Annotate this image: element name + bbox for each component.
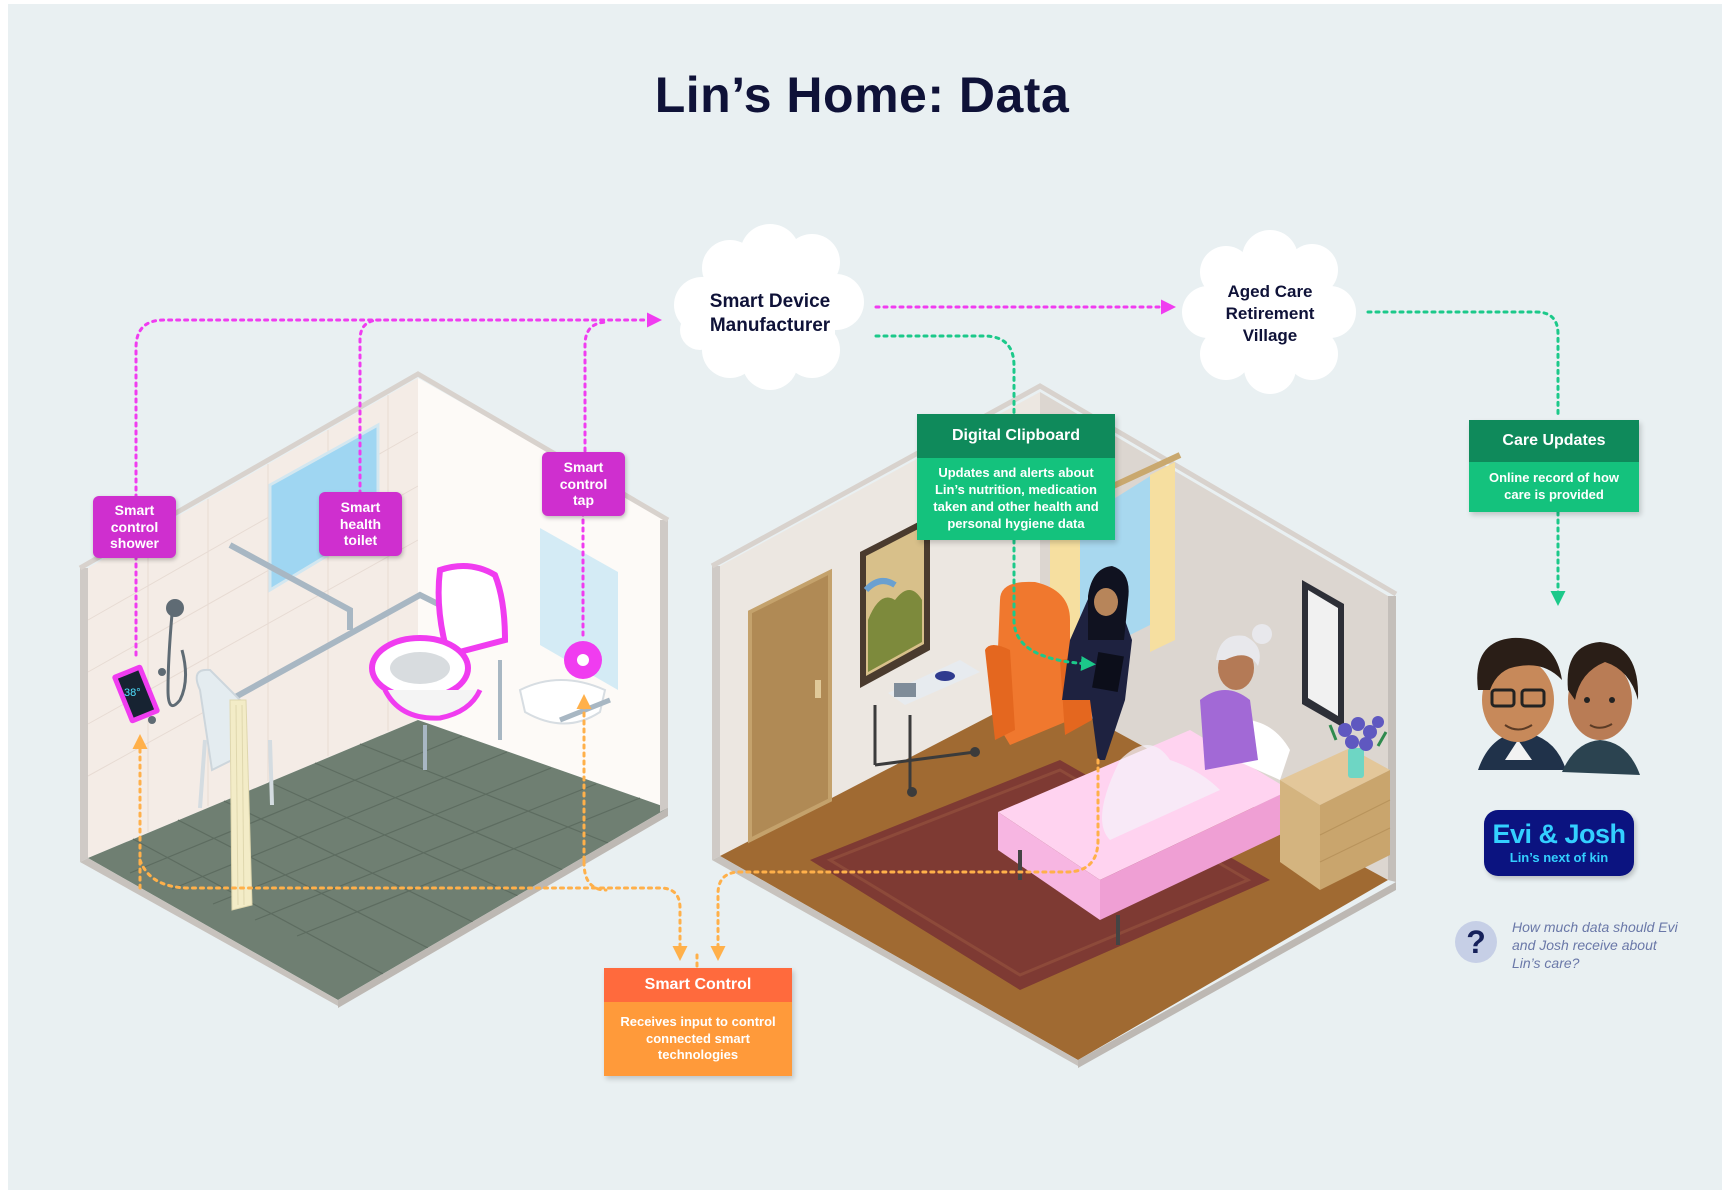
smart-shower-tag-label: Smart control shower (109, 501, 159, 552)
magenta-flows (134, 299, 1176, 662)
village-line-3: Village (1242, 326, 1298, 346)
page-title: Lin’s Home: Data (654, 67, 1070, 123)
green-flows (874, 310, 1566, 672)
village-line-2: Retirement (1225, 304, 1315, 324)
next-of-kin-relation: Lin’s next of kin (1509, 850, 1609, 865)
question-icon: ? (1455, 921, 1497, 963)
village-cloud (1182, 230, 1356, 394)
next-of-kin-badge: Evi & Josh Lin’s next of kin (1484, 810, 1634, 876)
smart-control-card: Smart Control Receives input to control … (604, 968, 792, 1076)
next-of-kin-name: Evi & Josh (1492, 819, 1626, 849)
smart-toilet-tag-label: Smart health toilet (339, 498, 382, 549)
digital-clipboard-title: Digital Clipboard (917, 414, 1115, 458)
shower-display: 38° (124, 687, 141, 699)
smart-shower-tag: Smart control shower (93, 496, 176, 558)
digital-clipboard-body: Updates and alerts about Lin’s nutrition… (917, 458, 1115, 540)
manufacturer-cloud (674, 224, 864, 390)
question-text: How much data should Evi and Josh receiv… (1512, 919, 1678, 972)
manufacturer-line-2: Manufacturer (709, 314, 831, 336)
smart-toilet-tag: Smart health toilet (319, 492, 402, 556)
care-updates-body: Online record of how care is provided (1469, 462, 1639, 512)
care-updates-title: Care Updates (1469, 420, 1639, 462)
smart-tap-tag: Smart control tap (542, 452, 625, 516)
smart-control-body: Receives input to control connected smar… (604, 1002, 792, 1076)
manufacturer-line-1: Smart Device (709, 291, 831, 312)
bathroom-room: 38° (78, 371, 670, 1008)
manufacturer-label: Smart Device Manufacturer (690, 290, 850, 338)
digital-clipboard-card: Digital Clipboard Updates and alerts abo… (917, 414, 1115, 540)
smart-control-title: Smart Control (604, 968, 792, 1002)
village-label: Aged Care Retirement Village (1200, 281, 1340, 347)
next-of-kin-portrait (1477, 637, 1640, 775)
village-line-1: Aged Care (1227, 282, 1313, 301)
care-updates-card: Care Updates Online record of how care i… (1469, 420, 1639, 512)
smart-tap-tag-label: Smart control tap (559, 458, 608, 509)
orange-flows (132, 694, 1100, 970)
